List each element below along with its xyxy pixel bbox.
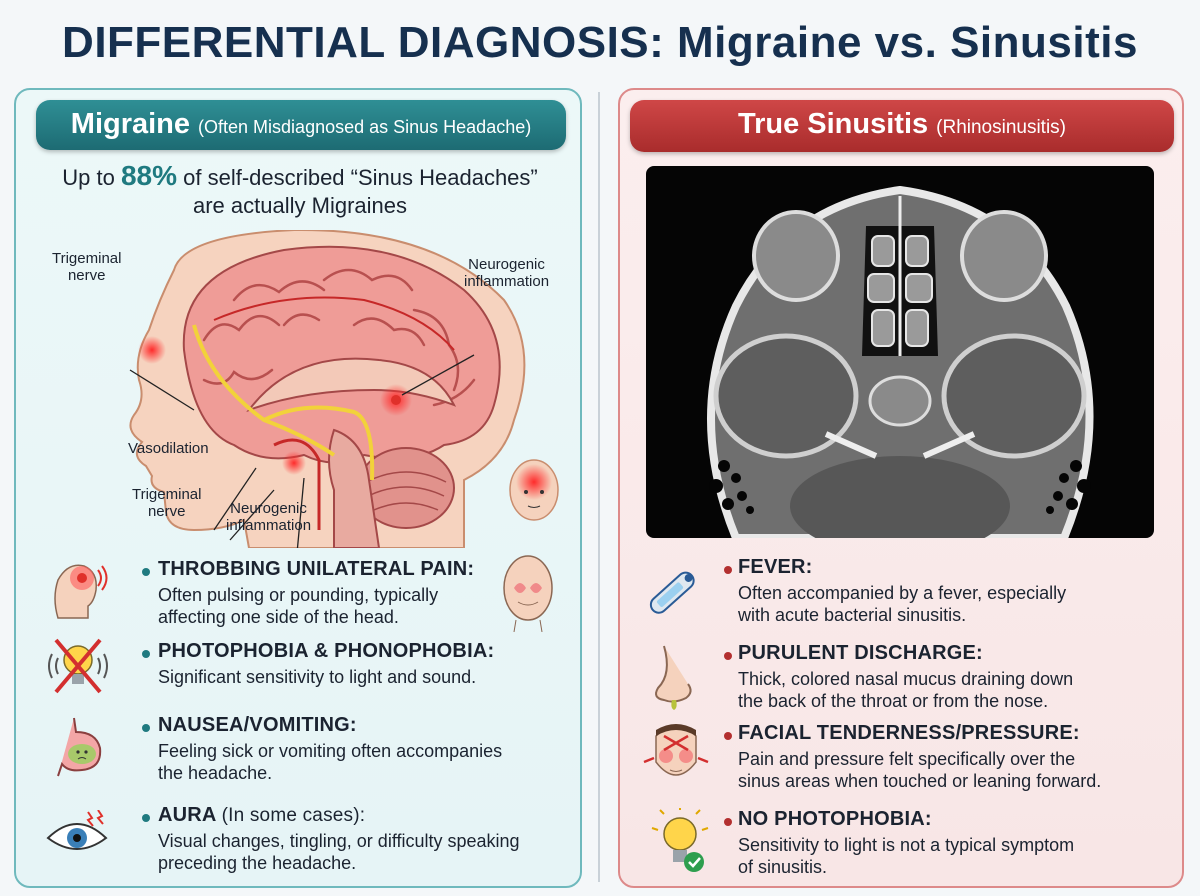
migraine-header: Migraine (Often Misdiagnosed as Sinus He…	[36, 100, 566, 150]
symptom-title: FEVER:	[738, 556, 813, 578]
bullet	[724, 818, 732, 826]
bullet	[142, 724, 150, 732]
head-pain-icon	[54, 564, 108, 619]
symptom-desc: Thick, colored nasal mucus draining down	[738, 669, 1074, 689]
migraine-header-subtitle: (Often Misdiagnosed as Sinus Headache)	[198, 117, 532, 137]
sinus-face-icon	[503, 555, 553, 632]
symptom-title: NAUSEA/VOMITING:	[158, 714, 357, 736]
ct-scan-image	[646, 166, 1154, 538]
stat-percent: 88%	[120, 160, 177, 191]
thermometer-icon	[649, 571, 695, 614]
symptom-desc-line2: sinus areas when touched or leaning forw…	[738, 771, 1102, 791]
label-trigeminal-nerve-top: Trigeminal nerve	[52, 250, 122, 284]
center-divider	[598, 92, 600, 882]
bullet	[724, 652, 732, 660]
brain-illustration	[129, 230, 559, 548]
symptom-title: THROBBING UNILATERAL PAIN:	[158, 558, 475, 580]
sinusitis-header-title: True Sinusitis	[737, 108, 929, 140]
face-pressure-icon	[643, 724, 709, 776]
bullet	[142, 650, 150, 658]
bullet	[142, 814, 150, 822]
nose-icon	[655, 645, 692, 710]
stat-line2: are actually Migraines	[193, 193, 407, 218]
stat-suffix: of self-described “Sinus Headaches”	[183, 165, 538, 190]
eye-icon	[46, 810, 108, 850]
sinusitis-header-subtitle: (Rhinosinusitis)	[936, 117, 1067, 138]
stomach-icon	[57, 717, 102, 777]
sinusitis-panel: True Sinusitis (Rhinosinusitis)	[618, 88, 1184, 888]
symptom-title: PURULENT DISCHARGE:	[738, 642, 983, 664]
symptom-title: FACIAL TENDERNESS/PRESSURE:	[738, 722, 1080, 744]
symptom-title: PHOTOPHOBIA & PHONOPHOBIA:	[158, 640, 495, 662]
symptom-desc-line2: preceding the headache.	[158, 853, 357, 873]
symptom-desc: Significant sensitivity to light and sou…	[158, 667, 477, 687]
bulb-check-icon	[651, 808, 709, 872]
symptom-desc-line2: affecting one side of the head.	[158, 607, 399, 627]
symptom-desc: Often pulsing or pounding, typically	[158, 585, 439, 605]
migraine-statistic: Up to 88% of self-described “Sinus Heada…	[16, 162, 584, 220]
stat-prefix: Up to	[62, 165, 115, 190]
crossed-bulb-icon	[48, 638, 108, 694]
label-neurogenic-inflammation-top: Neurogenic inflammation	[464, 256, 550, 290]
symptom-desc: Sensitivity to light is not a typical sy…	[738, 835, 1075, 855]
label-vasodilation: Vasodilation	[128, 440, 209, 457]
bullet	[724, 732, 732, 740]
symptom-desc-line2: of sinusitis.	[738, 857, 828, 877]
migraine-panel: Migraine (Often Misdiagnosed as Sinus He…	[14, 88, 582, 888]
symptom-desc: Pain and pressure felt specifically over…	[738, 749, 1076, 769]
symptom-desc: Often accompanied by a fever, especially	[738, 583, 1067, 603]
symptom-desc: Visual changes, tingling, or difficulty …	[158, 831, 520, 851]
symptom-title: AURA (In some cases):	[158, 804, 366, 826]
symptom-title: NO PHOTOPHOBIA:	[738, 808, 932, 830]
symptom-desc-line2: the headache.	[158, 763, 273, 783]
migraine-header-title: Migraine	[70, 108, 191, 140]
sinusitis-header: True Sinusitis (Rhinosinusitis)	[630, 100, 1174, 152]
bullet	[724, 566, 732, 574]
label-neurogenic-inflammation-bottom: Neurogenic inflammation	[226, 500, 312, 534]
bullet	[142, 568, 150, 576]
page-title: DIFFERENTIAL DIAGNOSIS: Migraine vs. Sin…	[62, 18, 1138, 67]
ct-scan-illustration	[707, 185, 1094, 538]
label-trigeminal-nerve-bottom: Trigeminal nerve	[132, 486, 202, 520]
symptom-desc-line2: with acute bacterial sinusitis.	[738, 605, 967, 625]
symptom-desc-line2: the back of the throat or from the nose.	[738, 691, 1049, 711]
symptom-desc: Feeling sick or vomiting often accompani…	[158, 741, 503, 761]
